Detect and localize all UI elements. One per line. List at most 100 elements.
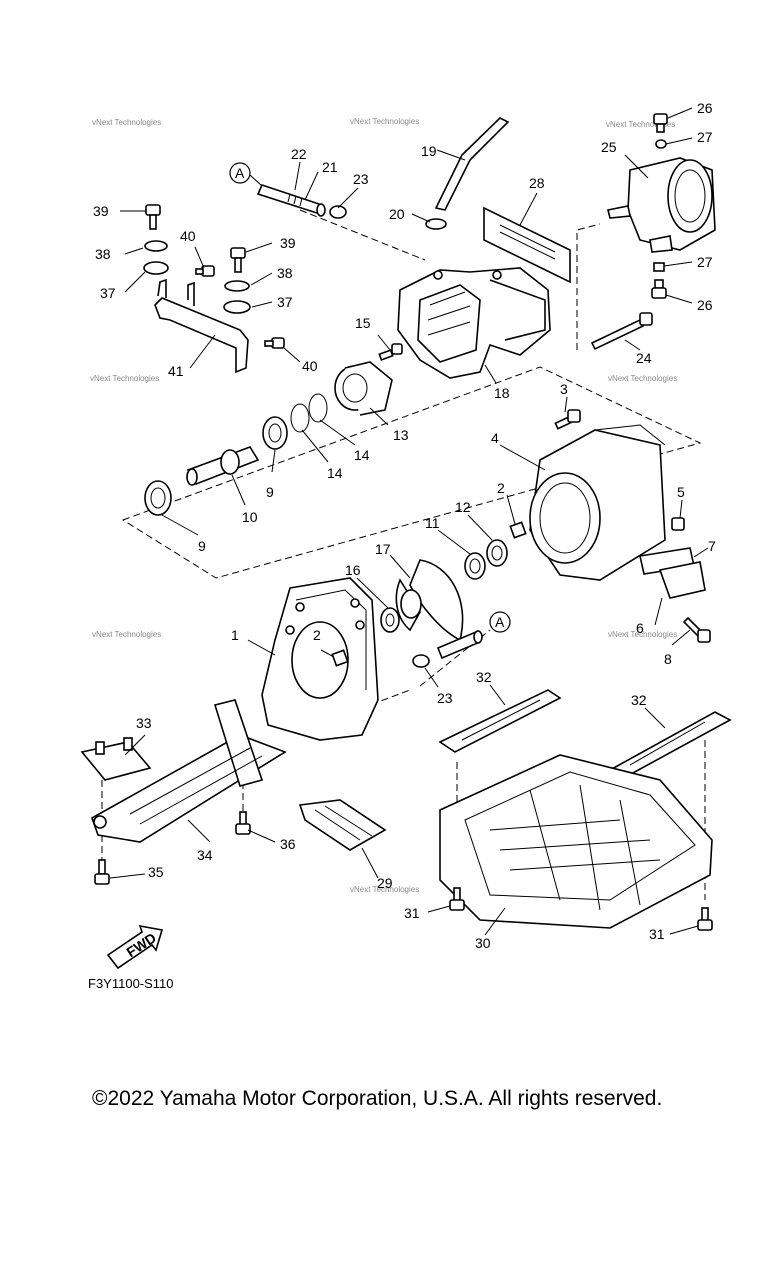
- bolt-26: [651, 279, 667, 299]
- bolt-5: [671, 517, 685, 531]
- bolt-40: [264, 337, 285, 349]
- marker-a-circle: [229, 162, 251, 184]
- callout-37: 37: [100, 285, 116, 301]
- collar-27: [655, 139, 667, 149]
- callout-27: 27: [697, 254, 713, 270]
- marker-a: A: [495, 614, 505, 630]
- bracket-41: [154, 278, 249, 374]
- clamp-23: [412, 654, 430, 668]
- callout-28: 28: [529, 175, 545, 191]
- callout-4: 4: [491, 430, 499, 446]
- callout-32: 32: [476, 669, 492, 685]
- washer-37: [223, 300, 251, 314]
- shaft-guide-lower: [419, 629, 491, 687]
- washer-38: [144, 240, 168, 252]
- shaft-guide: [299, 209, 426, 261]
- bolt-39: [145, 204, 161, 230]
- shaft-end-a: [436, 630, 483, 660]
- watermark: vNext Technologies: [92, 630, 161, 639]
- nozzle-25: [607, 157, 716, 253]
- callout-labels: 1 2 2 3 4 5 6 7 8 9 9 10 11 12 13 14 14 …: [93, 100, 716, 951]
- fwd-arrow-icon: FWD: [106, 924, 164, 970]
- callout-27: 27: [697, 129, 713, 145]
- watermark: vNext Technologies: [350, 117, 419, 126]
- bolt-24: [590, 312, 653, 351]
- cover-6: [658, 561, 706, 599]
- callout-41: 41: [168, 363, 184, 379]
- callout-2: 2: [497, 480, 505, 496]
- marker-a: A: [235, 165, 245, 181]
- o-ring-14: [308, 393, 328, 423]
- callout-24: 24: [636, 350, 652, 366]
- callout-37: 37: [277, 294, 293, 310]
- callout-39: 39: [93, 203, 109, 219]
- grate-29: [298, 799, 387, 851]
- callout-14: 14: [327, 465, 343, 481]
- marker-a-circle: [489, 611, 511, 633]
- callout-16: 16: [345, 562, 361, 578]
- bolt-8: [682, 616, 711, 643]
- washer-37: [143, 261, 169, 275]
- callout-23: 23: [437, 690, 453, 706]
- impeller-17: [395, 559, 464, 642]
- callout-8: 8: [664, 651, 672, 667]
- callout-23: 23: [353, 171, 369, 187]
- callout-25: 25: [601, 139, 617, 155]
- callout-38: 38: [95, 246, 111, 262]
- seal-11: [464, 552, 486, 580]
- callout-18: 18: [494, 385, 510, 401]
- callout-12: 12: [455, 499, 471, 515]
- callout-6: 6: [636, 620, 644, 636]
- leader-lines: [109, 107, 709, 936]
- callout-26: 26: [697, 297, 713, 313]
- callout-11: 11: [425, 515, 440, 531]
- callout-7: 7: [708, 538, 716, 554]
- watermark: vNext Technologies: [608, 374, 677, 383]
- callout-40: 40: [302, 358, 318, 374]
- callout-26: 26: [697, 100, 713, 116]
- bolt-40: [195, 265, 215, 277]
- callout-14: 14: [354, 447, 370, 463]
- watermark: vNext Technologies: [92, 118, 161, 127]
- watermark: vNext Technologies: [90, 374, 159, 383]
- callout-9: 9: [266, 484, 274, 500]
- bolt-15: [378, 343, 403, 361]
- drive-shaft-21: [256, 184, 326, 217]
- washer-38: [224, 280, 250, 292]
- watermark: vNext Technologies: [606, 120, 675, 129]
- rail-32: [438, 689, 562, 753]
- leader-line: [249, 174, 263, 187]
- callout-40: 40: [180, 228, 196, 244]
- hose-19: [434, 117, 510, 211]
- collar-27: [653, 262, 665, 272]
- rail-32: [608, 711, 732, 781]
- callout-35: 35: [148, 864, 164, 880]
- intake-housing-1: [261, 577, 379, 741]
- pin-2: [331, 649, 349, 667]
- bolt-26: [653, 113, 668, 133]
- bolt-35: [94, 859, 110, 885]
- callout-30: 30: [475, 935, 491, 951]
- bolt-31: [449, 887, 465, 911]
- copyright-notice: ©2022 Yamaha Motor Corporation, U.S.A. A…: [92, 1087, 663, 1110]
- plate-34: [91, 699, 287, 843]
- grate-30: [439, 754, 713, 929]
- callout-38: 38: [277, 265, 293, 281]
- plate-28-ribs: [499, 224, 556, 260]
- callout-1: 1: [231, 627, 239, 643]
- callout-36: 36: [280, 836, 296, 852]
- nozzle-group-box: [576, 223, 601, 350]
- bolt-39: [230, 247, 246, 273]
- callout-39: 39: [280, 235, 296, 251]
- callout-5: 5: [677, 484, 685, 500]
- shaft-10: [186, 446, 260, 486]
- diagram-code: F3Y1100-S110: [88, 976, 174, 991]
- bolt-31: [697, 907, 713, 931]
- cap-13: [334, 361, 393, 416]
- pin-2: [509, 521, 527, 539]
- watermark: vNext Technologies: [608, 630, 677, 639]
- callout-10: 10: [242, 509, 258, 525]
- clamp-20: [425, 218, 447, 230]
- callout-13: 13: [393, 427, 409, 443]
- bearing-9: [144, 480, 172, 516]
